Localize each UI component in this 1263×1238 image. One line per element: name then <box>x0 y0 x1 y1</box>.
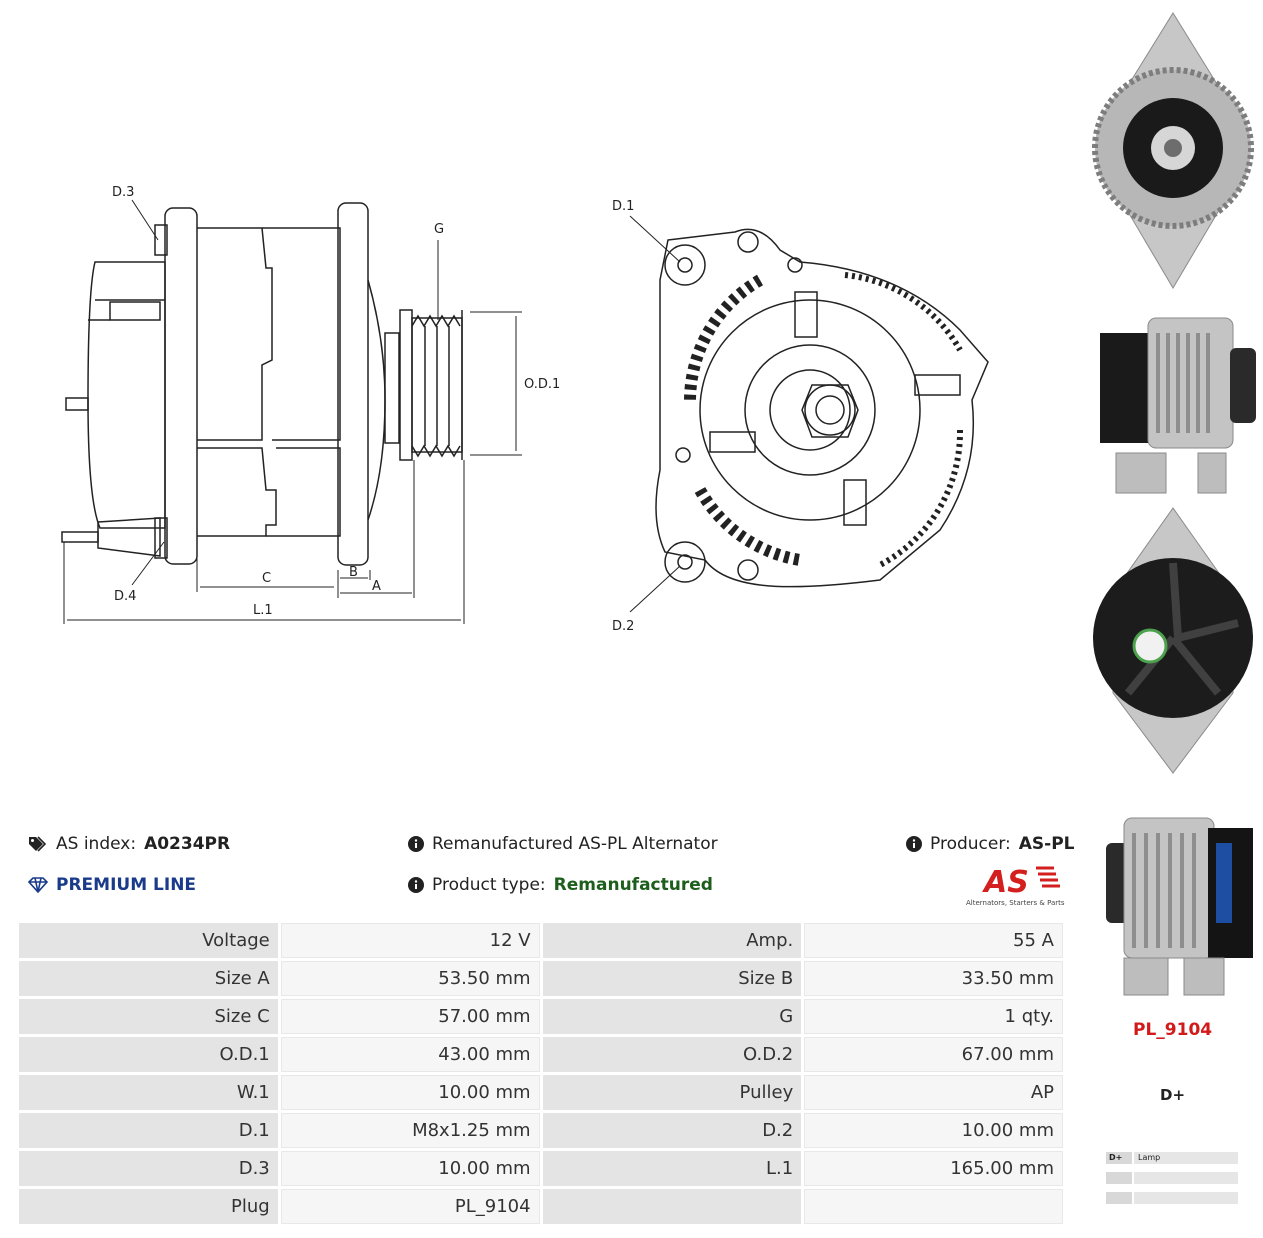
label-d3: D.3 <box>112 185 134 200</box>
as-index-label: AS index: <box>56 834 137 854</box>
drawing-svg: D.3 D.4 G O.D.1 C B A L.1 <box>61 185 989 634</box>
spec-value: 1 qty. <box>804 999 1063 1034</box>
legend-desc <box>1134 1192 1238 1204</box>
spec-label: O.D.2 <box>542 1037 802 1072</box>
spec-label: W.1 <box>19 1075 278 1110</box>
photo-rear[interactable] <box>1088 503 1258 778</box>
photo-plug-side[interactable] <box>1088 783 1258 998</box>
label-l1: L.1 <box>253 603 273 618</box>
spec-label <box>542 1189 802 1224</box>
as-index: AS index: A0234PR <box>28 834 230 854</box>
spec-value: PL_9104 <box>280 1189 540 1224</box>
spec-label: G <box>542 999 802 1034</box>
plug-terminal: D+ <box>1160 1086 1186 1104</box>
spec-label: Size A <box>19 961 278 996</box>
photo-front[interactable] <box>1088 8 1258 298</box>
diamond-icon <box>28 877 48 893</box>
legend-desc <box>1134 1172 1238 1184</box>
legend-pin <box>1106 1192 1132 1204</box>
as-pl-logo: AS Alternators, Starters & Parts <box>966 862 1068 908</box>
label-od1: O.D.1 <box>524 377 560 392</box>
photo-side[interactable] <box>1088 293 1258 498</box>
product-description: Remanufactured AS-PL Alternator <box>408 834 718 854</box>
product-type: Product type: Remanufactured <box>408 875 713 895</box>
spec-value: 12 V <box>280 923 540 958</box>
spec-label: D.1 <box>19 1113 278 1148</box>
spec-label: Plug <box>19 1189 278 1224</box>
info-icon <box>408 836 424 852</box>
spec-label: D.2 <box>542 1113 802 1148</box>
premium-line: PREMIUM LINE <box>28 875 196 895</box>
label-d1: D.1 <box>612 199 634 214</box>
spec-value: 33.50 mm <box>804 961 1063 996</box>
spec-label: O.D.1 <box>19 1037 278 1072</box>
legend-row <box>1106 1192 1238 1204</box>
spec-label: L.1 <box>542 1151 802 1186</box>
legend-row <box>1106 1172 1238 1184</box>
label-c: C <box>262 571 271 586</box>
label-g: G <box>434 222 444 237</box>
front-view <box>655 228 989 588</box>
side-dimension-lines <box>63 199 522 624</box>
premium-line-label: PREMIUM LINE <box>56 875 197 895</box>
spec-value: M8x1.25 mm <box>280 1113 540 1148</box>
label-b: B <box>349 565 358 580</box>
spec-label: Pulley <box>542 1075 802 1110</box>
spec-value: 53.50 mm <box>280 961 540 996</box>
legend-pin <box>1106 1172 1132 1184</box>
producer-value: AS-PL <box>1018 834 1075 854</box>
label-a: A <box>372 579 381 594</box>
label-d2: D.2 <box>612 619 634 634</box>
producer-label: Producer: <box>930 834 1011 854</box>
technical-drawing: D.3 D.4 G O.D.1 C B A L.1 <box>61 185 989 634</box>
spec-label: Voltage <box>19 923 278 958</box>
svg-text:AS: AS <box>982 865 1029 900</box>
legend-pin: D+ <box>1106 1152 1132 1164</box>
spec-label: Size B <box>542 961 802 996</box>
spec-value: 10.00 mm <box>280 1075 540 1110</box>
side-view <box>61 202 463 566</box>
spec-value: AP <box>804 1075 1063 1110</box>
spec-label: D.3 <box>19 1151 278 1186</box>
legend-row: D+Lamp <box>1106 1152 1238 1164</box>
spec-label: Amp. <box>542 923 802 958</box>
tags-icon <box>28 836 48 852</box>
spec-value: 55 A <box>804 923 1063 958</box>
info-icon <box>906 836 922 852</box>
plug-code: PL_9104 <box>1133 1020 1213 1040</box>
spec-value: 165.00 mm <box>804 1151 1063 1186</box>
spec-value: 10.00 mm <box>280 1151 540 1186</box>
description-text: Remanufactured AS-PL Alternator <box>432 834 718 854</box>
legend-desc: Lamp <box>1134 1152 1238 1164</box>
spec-label: Size C <box>19 999 278 1034</box>
label-d4: D.4 <box>114 589 136 604</box>
as-index-value: A0234PR <box>144 834 231 854</box>
spec-value: 10.00 mm <box>804 1113 1063 1148</box>
product-type-value: Remanufactured <box>553 875 713 895</box>
plug-legend: D+Lamp <box>1106 1152 1238 1212</box>
info-icon <box>408 877 424 893</box>
spec-value: 67.00 mm <box>804 1037 1063 1072</box>
front-leaders <box>629 215 681 613</box>
product-type-label: Product type: <box>432 875 546 895</box>
spec-value: 43.00 mm <box>280 1037 540 1072</box>
svg-text:Alternators, Starters & Parts: Alternators, Starters & Parts <box>966 899 1065 907</box>
spec-value: 57.00 mm <box>280 999 540 1034</box>
spec-value <box>804 1189 1063 1224</box>
producer: Producer: AS-PL <box>906 834 1075 854</box>
